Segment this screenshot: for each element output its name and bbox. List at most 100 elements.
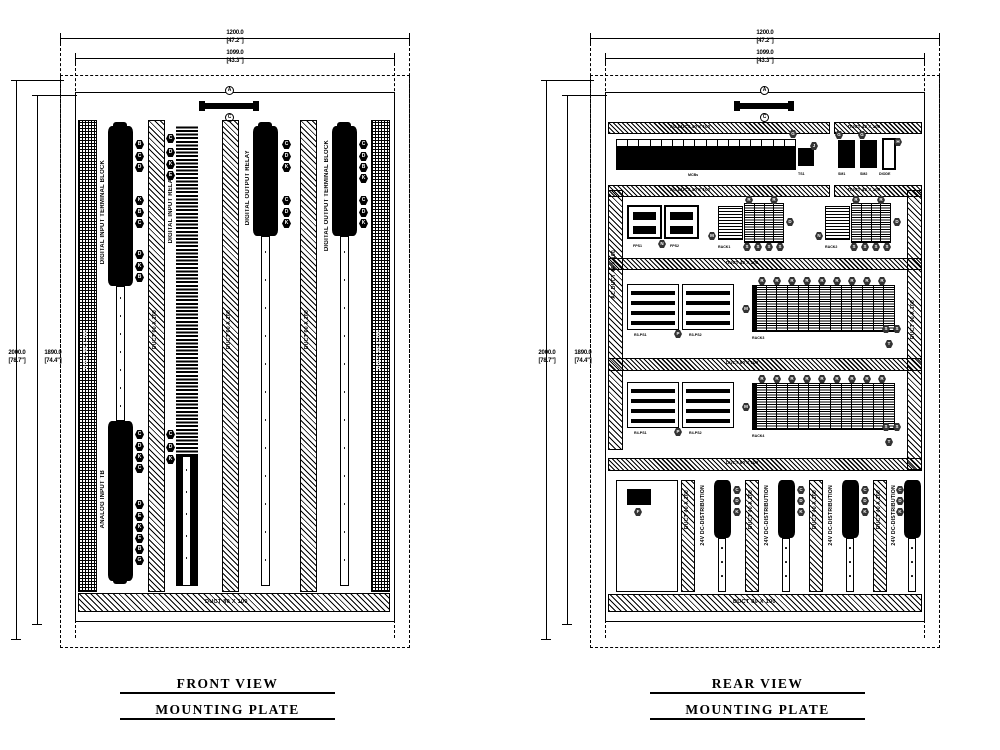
balloon-s[interactable]: S: [850, 243, 858, 251]
balloon-m[interactable]: M: [742, 305, 750, 313]
balloon-k[interactable]: K: [166, 160, 175, 169]
balloon-d[interactable]: D: [786, 218, 794, 226]
balloon-d[interactable]: D: [166, 148, 175, 157]
balloon-r[interactable]: R: [758, 277, 766, 285]
balloon-r[interactable]: R: [788, 277, 796, 285]
balloon-a[interactable]: A: [225, 86, 234, 95]
sm1-module[interactable]: [838, 140, 855, 168]
analog-input-tb[interactable]: [108, 421, 133, 581]
ts1-block[interactable]: [798, 148, 814, 166]
balloon-d[interactable]: D: [733, 497, 741, 505]
balloon-d[interactable]: D: [166, 443, 175, 452]
dc-dist-4-block[interactable]: [904, 480, 921, 538]
balloon-r[interactable]: R: [745, 196, 753, 204]
diode-module[interactable]: [882, 138, 896, 170]
rack1-modules[interactable]: [744, 203, 784, 243]
balloon-h[interactable]: H: [894, 138, 902, 146]
balloon-g[interactable]: G: [789, 130, 797, 138]
balloon-c[interactable]: C: [760, 113, 769, 122]
balloon-r[interactable]: R: [818, 375, 826, 383]
balloon-c[interactable]: C: [135, 430, 144, 439]
balloon-e[interactable]: E: [166, 171, 175, 180]
balloon-s[interactable]: S: [872, 243, 880, 251]
balloon-g[interactable]: G: [858, 131, 866, 139]
balloon-d[interactable]: D: [896, 497, 904, 505]
balloon-n[interactable]: N: [658, 240, 666, 248]
balloon-d[interactable]: C: [135, 152, 144, 161]
balloon-r[interactable]: R: [863, 375, 871, 383]
r4-ps1-unit[interactable]: [627, 382, 679, 428]
balloon-s[interactable]: S: [893, 325, 901, 333]
balloon-r[interactable]: R: [848, 277, 856, 285]
balloon-k[interactable]: K: [359, 219, 368, 228]
balloon-c[interactable]: C: [166, 134, 175, 143]
balloon-r[interactable]: R: [878, 375, 886, 383]
balloon-c[interactable]: C: [282, 140, 291, 149]
balloon-k[interactable]: K: [896, 508, 904, 516]
balloon-r[interactable]: R: [818, 277, 826, 285]
balloon-k[interactable]: D: [135, 163, 144, 172]
balloon-d[interactable]: D: [282, 152, 291, 161]
dc-dist-3-block[interactable]: [842, 480, 859, 538]
balloon-c[interactable]: K: [135, 196, 144, 205]
rack2-modules[interactable]: [851, 203, 891, 243]
fps2-unit[interactable]: [664, 205, 699, 239]
balloon-e[interactable]: C: [135, 464, 144, 473]
balloon-d[interactable]: B: [135, 208, 144, 217]
balloon-r[interactable]: R: [788, 375, 796, 383]
dc-dist-2-block[interactable]: [778, 480, 795, 538]
dc-dist-1-block[interactable]: [714, 480, 731, 538]
balloon-c[interactable]: C: [166, 430, 175, 439]
balloon-r[interactable]: R: [773, 277, 781, 285]
balloon-r[interactable]: R: [852, 196, 860, 204]
balloon-k[interactable]: K: [861, 508, 869, 516]
balloon-k[interactable]: K: [797, 508, 805, 516]
balloon-d[interactable]: D: [359, 152, 368, 161]
balloon-r[interactable]: R: [770, 196, 778, 204]
balloon-r[interactable]: R: [803, 375, 811, 383]
r4-ps2-unit[interactable]: [682, 382, 734, 428]
fps1-unit[interactable]: [627, 205, 662, 239]
balloon-d[interactable]: K: [135, 262, 144, 271]
balloon-s[interactable]: S: [893, 423, 901, 431]
balloon-n[interactable]: N: [815, 232, 823, 240]
balloon-s[interactable]: S: [776, 243, 784, 251]
balloon-d[interactable]: D: [135, 442, 144, 451]
balloon-c[interactable]: C: [733, 486, 741, 494]
balloon-s[interactable]: S: [882, 325, 890, 333]
balloon-g[interactable]: G: [135, 556, 144, 565]
rack4-modules[interactable]: [755, 383, 895, 430]
balloon-p[interactable]: P: [674, 330, 682, 338]
balloon-c[interactable]: D: [135, 500, 144, 509]
balloon-r[interactable]: R: [878, 277, 886, 285]
balloon-r[interactable]: R: [803, 277, 811, 285]
balloon-k[interactable]: K: [166, 455, 175, 464]
balloon-m[interactable]: M: [708, 232, 716, 240]
digital-output-relay[interactable]: [253, 126, 278, 236]
balloon-s[interactable]: S: [883, 243, 891, 251]
balloon-k[interactable]: B: [135, 273, 144, 282]
digital-input-terminal-block[interactable]: [108, 126, 133, 286]
balloon-t[interactable]: T: [885, 438, 893, 446]
balloon-m[interactable]: M: [742, 403, 750, 411]
f-panel[interactable]: [616, 480, 678, 592]
balloon-c[interactable]: C: [861, 486, 869, 494]
balloon-b[interactable]: B: [359, 163, 368, 172]
balloon-k[interactable]: K: [282, 219, 291, 228]
balloon-s[interactable]: S: [765, 243, 773, 251]
balloon-d[interactable]: D: [861, 497, 869, 505]
balloon-r[interactable]: R: [773, 375, 781, 383]
balloon-g[interactable]: G: [835, 131, 843, 139]
balloon-k[interactable]: C: [135, 219, 144, 228]
balloon-b[interactable]: B: [135, 545, 144, 554]
r3-ps2-unit[interactable]: [682, 284, 734, 330]
balloon-k[interactable]: K: [282, 163, 291, 172]
balloon-c[interactable]: C: [896, 486, 904, 494]
balloon-c[interactable]: C: [797, 486, 805, 494]
balloon-k[interactable]: K: [135, 523, 144, 532]
balloon-r[interactable]: R: [833, 375, 841, 383]
balloon-k[interactable]: K: [359, 174, 368, 183]
balloon-d[interactable]: D: [359, 208, 368, 217]
rack3-modules[interactable]: [755, 285, 895, 332]
balloon-c[interactable]: D: [135, 250, 144, 259]
